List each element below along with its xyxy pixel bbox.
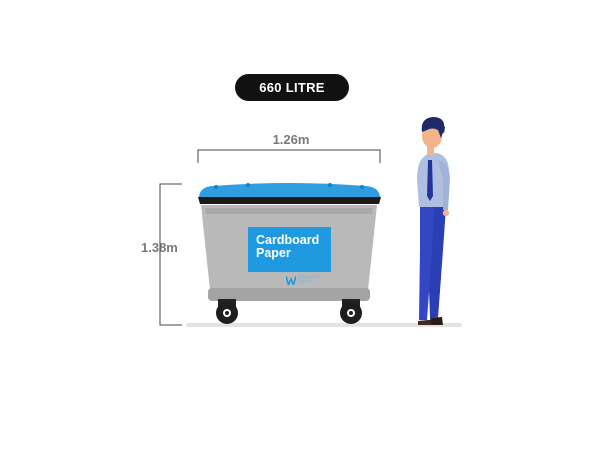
- bin-wheel-left: [216, 299, 238, 324]
- bin-lid: [198, 183, 381, 204]
- person-figure: [417, 117, 450, 325]
- bin-label-line1: Cardboard: [256, 233, 320, 247]
- brand-mark-icon: [286, 276, 296, 285]
- capacity-badge: 660 LITRE: [235, 74, 349, 101]
- bin-wheel-right: [340, 299, 362, 324]
- ground-line: [186, 323, 462, 327]
- height-dimension-line: [159, 183, 182, 326]
- width-dimension-line: [197, 149, 381, 163]
- width-dimension-label: 1.26m: [272, 132, 310, 147]
- brand-name-text: Recyclers: [298, 274, 320, 280]
- bin-label-line2: Paper: [256, 246, 291, 260]
- bin-label-sign: Cardboard Paper: [248, 227, 331, 272]
- brand-subtitle-text: Direct: [298, 279, 312, 285]
- brand-logo: Recyclers Direct: [286, 275, 336, 287]
- height-dimension-label: 1.38m: [141, 240, 178, 255]
- brand-name: Recyclers Direct: [298, 275, 320, 285]
